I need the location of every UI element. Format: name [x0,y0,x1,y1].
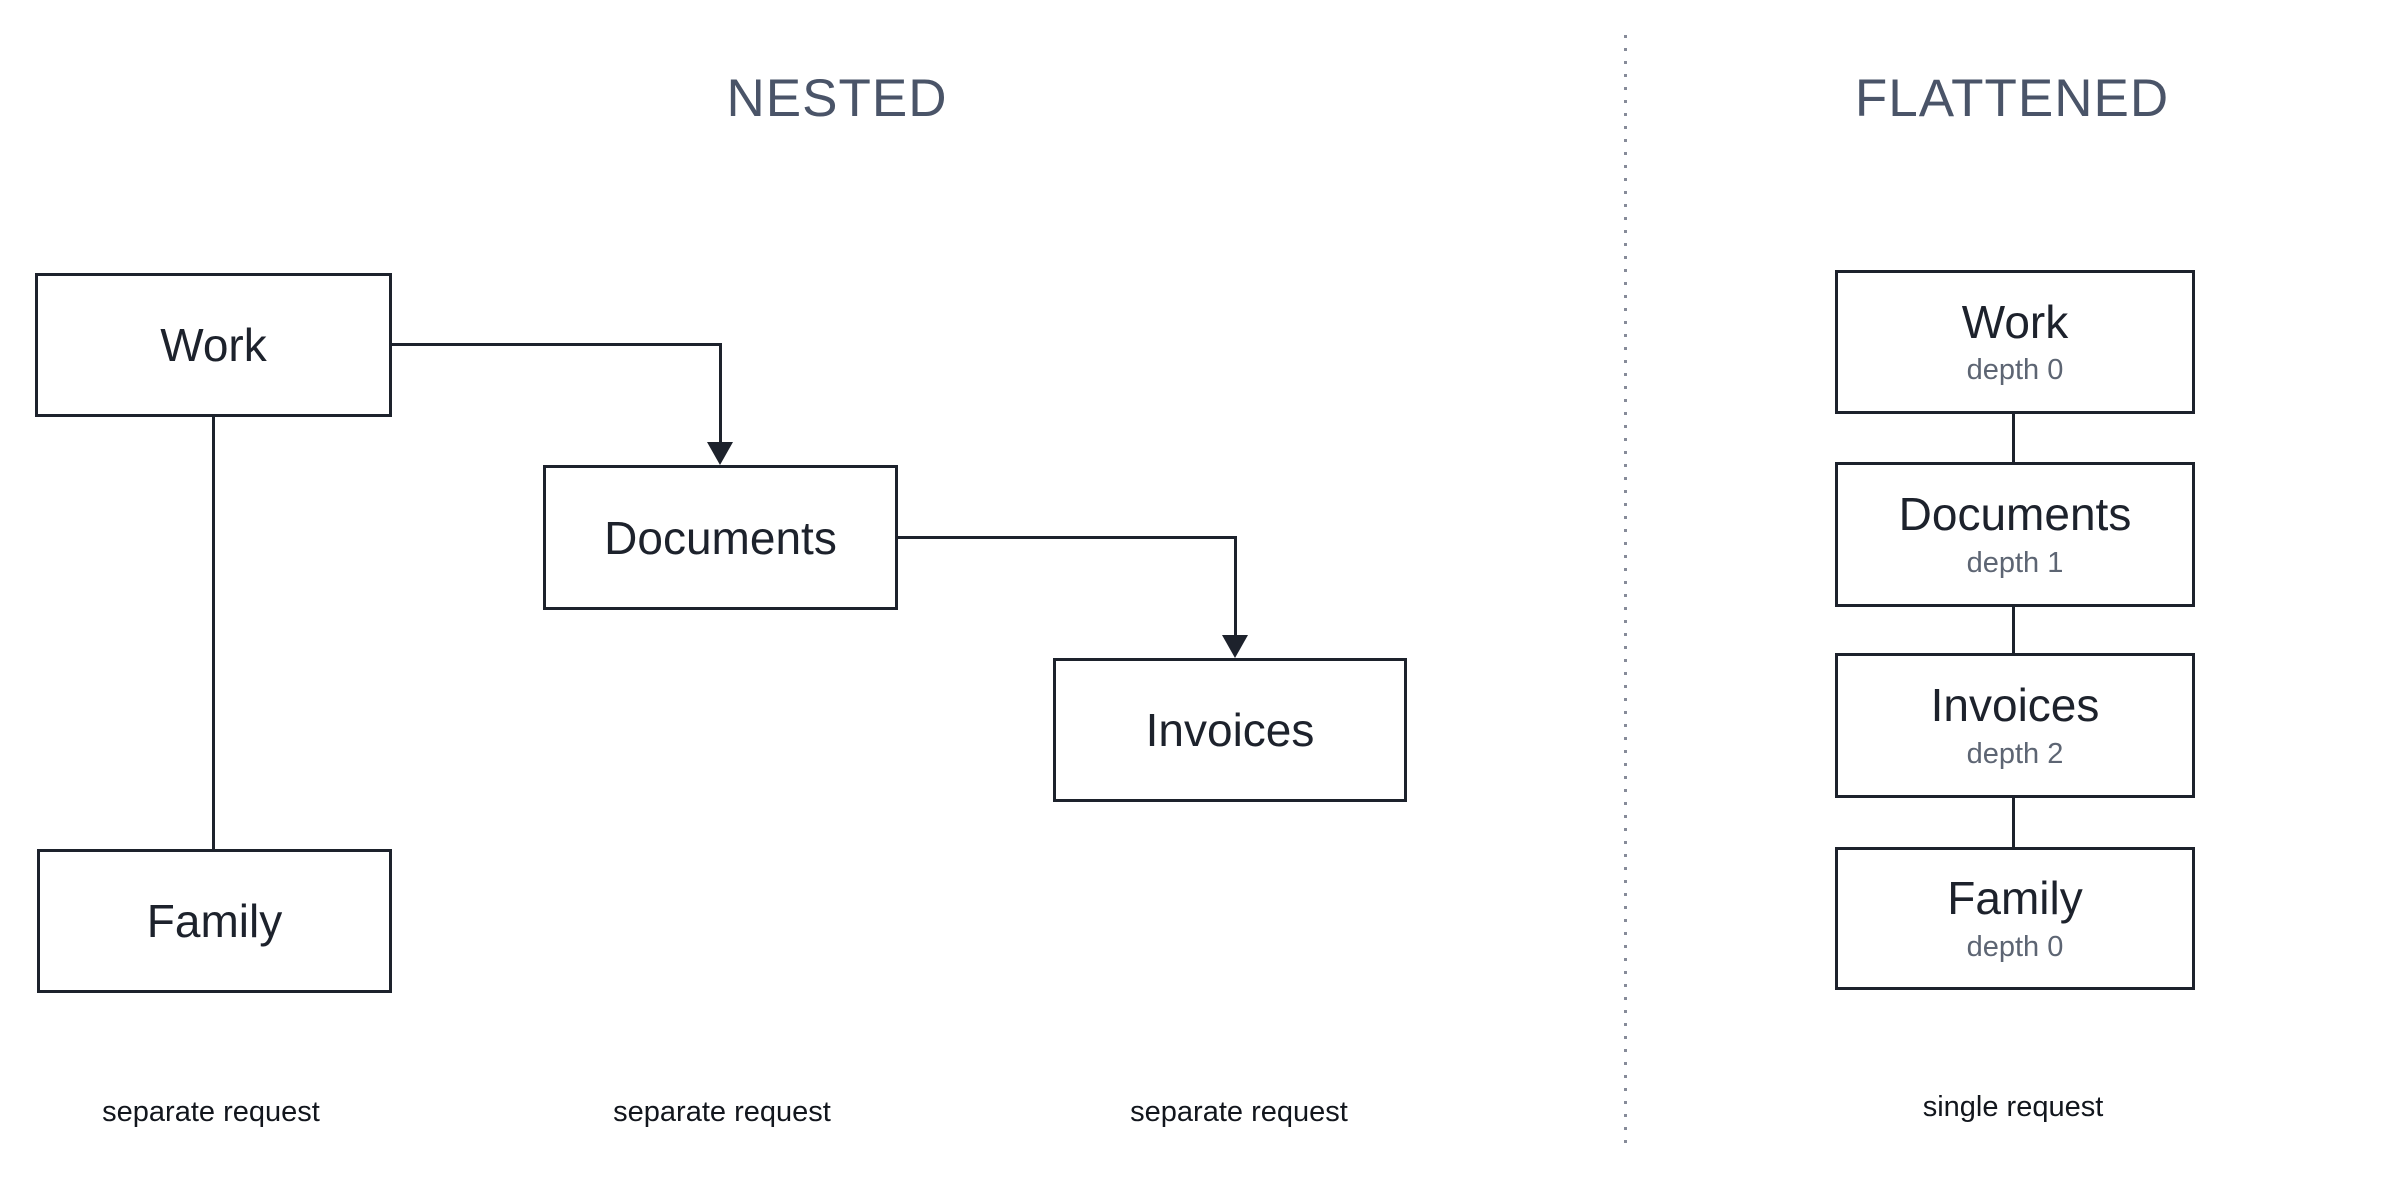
nested-node-documents: Documents [543,465,898,610]
connector-flat-documents-to-invoices-line [2012,607,2015,653]
connector-work-to-family-line [212,417,215,849]
connector-work-to-documents-horizontal-line [392,343,722,346]
flattened-node-invoices-label: Invoices [1930,679,2100,732]
flattened-node-invoices: Invoices depth 2 [1835,653,2195,798]
flattened-node-documents-depth: depth 1 [1966,546,2064,579]
flattened-node-work-label: Work [1961,295,2069,348]
connector-flat-invoices-to-family-line [2012,798,2015,847]
caption-separate-request: separate request [102,1096,320,1128]
nested-node-family: Family [37,849,392,993]
connector-flat-work-to-documents-line [2012,414,2015,462]
nested-node-invoices: Invoices [1053,658,1407,802]
flattened-node-family: Family depth 0 [1835,847,2195,990]
flattened-node-documents: Documents depth 1 [1835,462,2195,607]
section-divider-dotted-line [1624,35,1627,1153]
arrowhead-down-icon [1222,635,1248,658]
flattened-node-work: Work depth 0 [1835,270,2195,414]
nested-node-documents-label: Documents [604,511,837,564]
caption-separate-request: separate request [613,1096,831,1128]
caption-separate-request: separate request [1130,1096,1348,1128]
caption-single-request: single request [1922,1091,2104,1123]
arrowhead-down-icon [707,442,733,465]
flattened-node-documents-label: Documents [1898,488,2132,541]
flattened-node-family-label: Family [1947,872,2083,925]
nested-node-family-label: Family [146,895,283,947]
connector-documents-to-invoices-horizontal-line [898,536,1237,539]
flattened-node-invoices-depth: depth 2 [1966,737,2064,770]
nested-node-invoices-label: Invoices [1145,704,1315,756]
flattened-node-work-depth: depth 0 [1966,354,2064,387]
flattened-section-title: FLATTENED [1854,69,2170,128]
nested-section-title: NESTED [726,69,948,128]
connector-documents-to-invoices-vertical-line [1234,536,1237,637]
flattened-node-family-depth: depth 0 [1966,930,2064,963]
nested-node-work-label: Work [160,319,267,371]
connector-work-to-documents-vertical-line [719,343,722,444]
nested-node-work: Work [35,273,392,417]
